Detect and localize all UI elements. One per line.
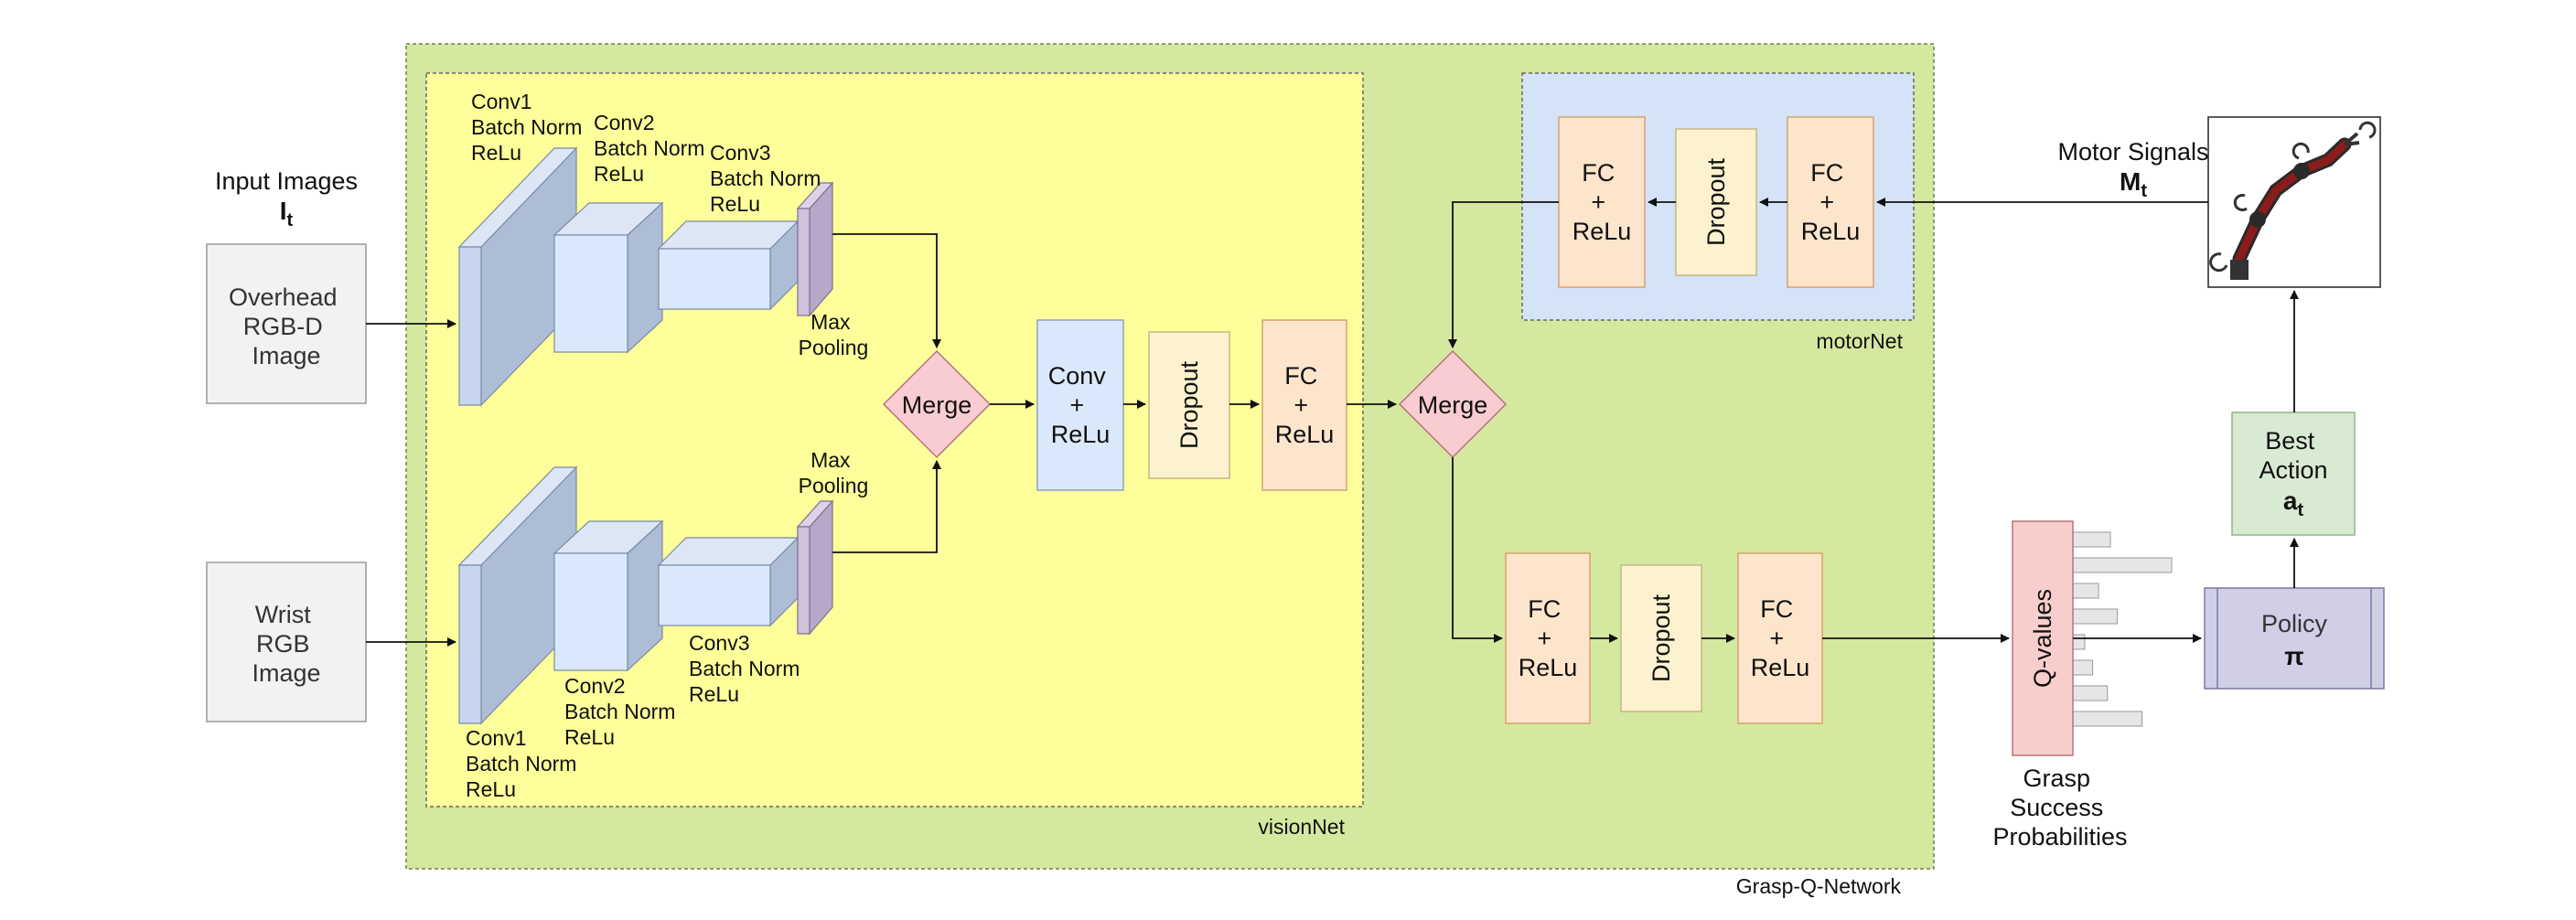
motor-net-label: motorNet: [1816, 329, 1903, 353]
bottom-max-pooling-block: [796, 499, 834, 636]
top-conv1-block: [457, 146, 578, 407]
motor-signals-symbol: Mt: [2120, 167, 2147, 201]
top-conv2-label: Conv2 Batch Norm ReLu: [594, 111, 711, 186]
policy-label: Policy: [2261, 610, 2328, 637]
head-dropout-label: Dropout: [1648, 594, 1675, 682]
wrist-image-label: Wrist RGB Image: [252, 601, 320, 687]
bottom-conv3-label: Conv3 Batch Norm ReLu: [689, 631, 806, 706]
top-conv3-block: [657, 219, 800, 311]
qvalue-bar: [2072, 711, 2143, 727]
head-fc1-box: [1505, 552, 1591, 724]
bottom-conv2-block: [553, 519, 664, 672]
motor-fc-left-label: FC + ReLu: [1572, 159, 1632, 245]
top-conv1-label: Conv1 Batch Norm ReLu: [471, 90, 588, 165]
top-conv3-label: Conv3 Batch Norm ReLu: [710, 141, 827, 216]
input-images-title: Input Images: [215, 167, 358, 195]
policy-symbol: π: [2284, 642, 2303, 670]
qvalues-label: Q-values: [2029, 589, 2056, 688]
head-fc2-label: FC + ReLu: [1751, 595, 1810, 681]
overhead-image-box: [206, 243, 367, 404]
motor-fc-right-box: [1787, 116, 1874, 288]
qvalue-bar: [2072, 634, 2086, 650]
top-max-pooling-label: Max Pooling: [799, 310, 869, 359]
bottom-conv3-block: [657, 536, 800, 627]
qvalue-bar: [2072, 608, 2119, 625]
top-conv2-block: [553, 201, 664, 354]
vision-conv-box: [1036, 319, 1124, 491]
policy-block: [2204, 587, 2385, 690]
head-dropout-box: [1620, 564, 1702, 712]
qvalue-bar: [2072, 685, 2109, 701]
vision-net-label: visionNet: [1258, 815, 1345, 839]
bottom-conv1-block: [457, 465, 578, 725]
wrist-image-box: [206, 562, 367, 722]
vision-fc-box: [1261, 319, 1347, 491]
top-max-pooling-block: [796, 181, 834, 317]
bottom-conv1-label: Conv1 Batch Norm ReLu: [466, 726, 583, 801]
vision-conv-label: Conv + ReLu: [1048, 362, 1113, 448]
qvalues-caption: Grasp Success Probabilities: [1992, 765, 2127, 850]
best-action-label: Best Action: [2259, 427, 2327, 484]
grasp-q-network-label: Grasp-Q-Network: [1736, 874, 1902, 898]
vision-fc-label: FC + ReLu: [1275, 362, 1335, 448]
vision-merge-label: Merge: [902, 391, 972, 419]
qvalue-bar: [2072, 659, 2094, 676]
head-fc2-box: [1737, 552, 1823, 724]
head-merge-label: Merge: [1418, 391, 1488, 419]
qvalue-bars: [2072, 531, 2173, 727]
motor-signals-title: Motor Signals: [2057, 138, 2208, 166]
qvalue-bar: [2072, 583, 2099, 599]
best-action-symbol: at: [2283, 487, 2304, 520]
input-images-symbol: It: [280, 197, 294, 230]
overhead-image-label: Overhead RGB-D Image: [229, 283, 344, 369]
motor-dropout-label: Dropout: [1702, 157, 1730, 246]
qvalue-bar: [2072, 531, 2111, 548]
vision-dropout-label: Dropout: [1175, 360, 1203, 449]
motor-fc-right-label: FC + ReLu: [1801, 159, 1861, 245]
bottom-conv2-label: Conv2 Batch Norm ReLu: [564, 674, 682, 749]
robot-arm-image: [2207, 116, 2381, 288]
bottom-max-pooling-label: Max Pooling: [799, 448, 869, 497]
qvalues-box: [2012, 520, 2074, 756]
best-action-box: [2231, 412, 2356, 536]
qvalue-bar: [2072, 557, 2173, 573]
head-fc1-label: FC + ReLu: [1519, 595, 1578, 681]
connectors: [366, 198, 2299, 647]
vision-merge-diamond: [882, 349, 992, 459]
vision-dropout-box: [1148, 331, 1230, 479]
